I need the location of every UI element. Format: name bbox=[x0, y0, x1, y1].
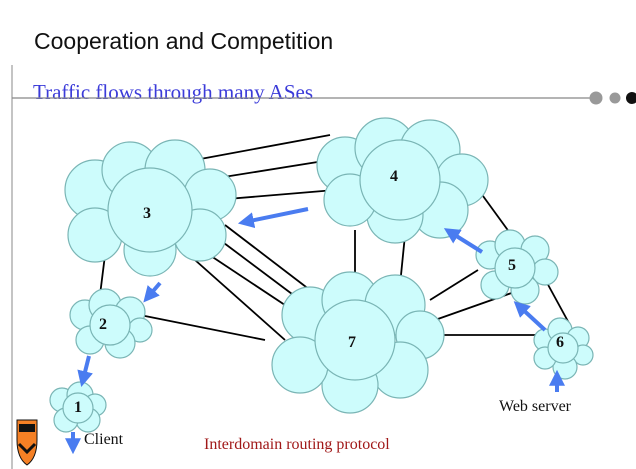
node-label-1: 1 bbox=[74, 399, 82, 416]
link-3-7d bbox=[194, 259, 286, 341]
node-label-2: 2 bbox=[99, 316, 107, 333]
link-7-5 bbox=[429, 269, 479, 301]
arrow-5-to-4 bbox=[443, 228, 484, 254]
link-7-5b bbox=[434, 289, 521, 321]
node-label-4: 4 bbox=[390, 168, 398, 185]
slide-caption: Interdomain routing protocol bbox=[204, 436, 390, 453]
divider-dot-2 bbox=[609, 92, 621, 104]
arrow-4-to-3 bbox=[237, 207, 309, 229]
arrow-6-to-5 bbox=[513, 301, 547, 332]
client-label: Client bbox=[84, 431, 124, 448]
node-label-6: 6 bbox=[556, 334, 564, 351]
slide-subtitle: Traffic flows through many ASes bbox=[33, 80, 313, 104]
link-3-4 bbox=[194, 134, 331, 161]
cloud-as-3 bbox=[64, 139, 237, 277]
cloud-as-1 bbox=[49, 381, 107, 433]
slide-title: Cooperation and Competition bbox=[34, 28, 334, 54]
web-server-label: Web server bbox=[499, 398, 572, 415]
node-label-5: 5 bbox=[508, 257, 516, 274]
traffic-arrow-group bbox=[65, 207, 565, 455]
node-label-7: 7 bbox=[348, 334, 356, 351]
link-3-2 bbox=[99, 254, 106, 296]
divider-dot-1 bbox=[589, 91, 603, 105]
cloud-group bbox=[49, 117, 594, 433]
cloud-as-5 bbox=[475, 229, 559, 305]
arrow-2-to-1 bbox=[77, 355, 93, 387]
cloud-as-2 bbox=[69, 288, 153, 359]
link-2-7 bbox=[139, 314, 266, 341]
cloud-as-7 bbox=[271, 271, 445, 414]
node-label-3: 3 bbox=[143, 205, 151, 222]
princeton-shield-icon bbox=[16, 419, 38, 466]
link-3-7b bbox=[219, 239, 301, 301]
cloud-as-4 bbox=[316, 117, 489, 244]
link-3-7 bbox=[224, 224, 311, 291]
divider-dot-3 bbox=[626, 92, 636, 104]
arrow-3-to-2 bbox=[143, 281, 162, 303]
